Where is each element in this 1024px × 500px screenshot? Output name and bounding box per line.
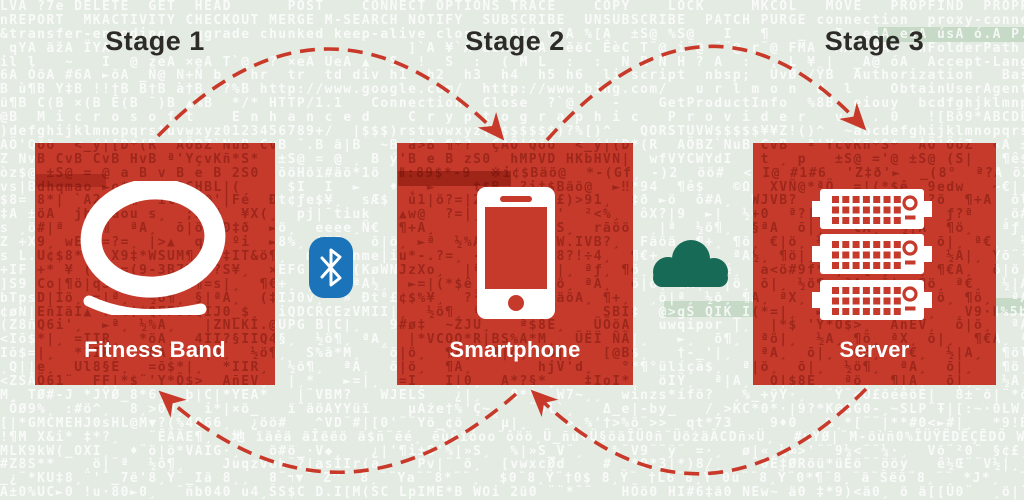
bg-line: <ZSÄÖ61¨ FF|*$¨'Y*Ö$> AñEV¸ |¸* ►=|¸ =I¸… [769,374,975,385]
fitness-band-label: Fitness Band [84,337,226,362]
server-label: Server [839,337,910,362]
node-server: LVA ?7e DELETE GET HEAD POST CONNECT OPT… [753,143,996,385]
bg-line: nREPORT MKACTIVITY CHECKOUT MERGE M-SEAR… [0,12,1024,28]
stage-3-label: Stage 3 [824,26,925,56]
bg-line: <Iō$*|¸ =IIR¸ *öA¸ 4II?§IIQ4§¸ ½ö¶¸ ªA¸ … [35,332,275,348]
bg-line: (Z8ñQ6i'¸ ►ª¸ ½%A¸ |ZNLKI.@UPG B|C|¸ 9#ø… [397,318,631,334]
bg-line: òz$@ ±S@ = @ a B v B e B 2S0 ōöHöï#äö*1ö… [398,165,633,181]
highlight-band [988,298,1024,313]
bg-line: (Z8ñQ6i'¸ ►ª¸ ½%A¸ |ZNLKI.@UPG B|C|¸ 9#ø… [769,318,993,334]
server-icon [812,189,932,322]
node-fitness-band: LVA ?7e DELETE GET HEAD POST CONNECT OPT… [35,143,275,385]
bg-line: Iō$=|¸ *IIR¸ ōöA¸ ª|A¸ ½ö¶¸ S%ā*M¸ ¨ō|ö¸… [760,346,984,362]
bg-line: _¿¨*KU‡8¸¨'¨_7ë'8¸Ÿ¨_Iä 8¸¸ ר¨8▼¨¨Z^¨¨8¸… [0,471,1024,487]
bg-line: Z NvB CvB CvB HvB ª'YçvKñ*S* ±S@ = @ ¸ B… [35,151,260,167]
smartphone-icon [477,187,555,319]
bg-line: Z NvB CvB CvB HvB ª'YçvKñ*S* ±S@ = @ ¸ B… [760,151,975,167]
bg-line: AÖ'Qöö <_ý|[D*(R AÖBZ`NuB CvB ¯.B ä|B ~B… [0,137,1024,153]
bg-line: Iō$=|¸ *IIR¸ ōöA¸ ª|A¸ ½ö¶¸ S%ā*M¸ ¨ō|ö¸… [397,346,633,362]
bg-line: <Iō$*|¸ =IIR¸ *öA¸ 4II?§IIQ4§¸ ½ö¶¸ ªA¸ … [760,332,996,348]
bg-line: M¸ TØ#-J *JŸØ_8*6¸ þ|C|*YEA* |¨VBM? WJEL… [0,387,1024,403]
highlight-band [398,171,511,186]
bg-line: [|*GMCMEHJ0sHL@M▼?(%4066¸ ¿öö# ^VD¨#|[0'… [0,415,1024,431]
fitness-band-icon [80,181,226,315]
stage-1-label: Stage 1 [105,26,205,56]
bg-line: (Z8ñQ6i'¸ ►ª¸ ½%A¸ |ZNLKI.@UPG B|C|¸ 9#ø… [35,318,275,334]
bg-line: òz$@ ±S@ = @ a B v B e B 2S0 ōöHöï#äö*1ö… [35,165,260,181]
bg-line: òz$@ ±S@ = @ a B v B e B 2S0 ōöHöï#äö*1ö… [762,165,996,181]
bg-line: AÖ'Qöö <_ý|[D*(R AÖBZ`NuB CvB ¯.B ä|B ~B… [397,143,633,153]
bg-line: s L.U¢$8*+ _X9‡*WSUM¶¸ ‡IT&ö¶¸ m|T50nme|… [35,249,275,265]
cloud-icon [653,240,728,287]
bg-line: !¶M X&i* ‡*?¸ ¨ĒÄÄE¶¸ ㆞ ïäêä äĪëëö ä$ñ¨ē… [0,429,1024,445]
bg-line: ¸Q||e¸ Ul8§E¸ =ō$*|¸ *IIR¸ ½ö¶¸ ªA¸ ō|ö¸… [753,360,975,376]
highlight-band [878,27,1024,42]
bg-line: AÖ'Qöö <_ý|[D*(R AÖBZ`NuB CvB ¯.B ä|B ~B… [760,143,996,153]
bg-line: ÖØ9%¸ :#ö^¸ 8¸>0M¸ i*|×ö_ ï¨äöAYYüï µAże… [0,401,1024,417]
bg-line: B ù¶B Y‡B !!†B B†B à†B ?%B http://www.go… [0,82,1024,98]
box-code-texture: LVA ?7e DELETE GET HEAD POST CONNECT OPT… [35,143,275,385]
bg-line: 6A ÓöA #6A ►öA _Ñ@ N+Ñ b hr tr td div h1… [0,68,1024,84]
highlight-band [36,174,106,187]
bg-line: <ZSÄÖ61¨ FF|*$¨'Y*Ö$> AñEV¸ |¸* ►=|¸ =I¸… [398,374,633,385]
node-smartphone: LVA ?7e DELETE GET HEAD POST CONNECT OPT… [397,143,633,385]
highlight-band [664,301,776,317]
bg-line: ¸Q||e¸ Ul8§E¸ =ō$*|¸ *IIR¸ ½ö¶¸ ªA¸ ō|ö¸… [397,360,633,376]
bluetooth-icon [309,237,353,298]
stage-2-label: Stage 2 [465,26,565,56]
bg-line: <Iō$*|¸ =IIR¸ *öA¸ 4II?§IIQ4§¸ ½ö¶¸ ªA¸ … [408,332,633,348]
bg-line: Z NvB CvB CvB HvB ª'YçvKñ*S* ±S@ = @ ¸ B… [397,151,631,167]
bg-line: @B M i c r o s o f t E n h a n c e d C r… [0,110,1024,126]
bg-line: <ZSÄÖ61¨ FF|*$¨'Y*Ö$> AñEV¸ |¸* ►=|¸ =I¸… [35,374,270,385]
bg-line: AÖ'Qöö <_ý|[D*(R AÖBZ`NuB CvB ¯.B ä|B ~B… [35,143,275,153]
bg-line: &transfer-encoding qgrade chunked keep-a… [0,26,1024,42]
bg-line: Iō$=|¸ *IIR¸ ōöA¸ ª|A¸ ½ö¶¸ S%ā*M¸ ¨ō|ö¸… [35,346,275,362]
bg-line: A±0%UC►0 !u·80►0¸ ¨ñb040 u4¸ŠS$C D.I[M(S… [0,485,1024,500]
bg-line: LVA ?7e DELETE GET HEAD POST CONNECT OPT… [0,0,1024,14]
smartphone-label: Smartphone [449,337,581,362]
bg-line: )defghijklmnopqrstuvwxyz0123456789+/ |$$… [0,124,1024,140]
bg-line: ¸Q||e¸ Ul8§E¸ =ō$*|¸ *IIR¸ ½ö¶¸ ªA¸ ō|ö¸… [35,360,270,376]
bg-line: ü¶B C(B ×(B Ē(B ¯)B ▲%B */* HTTP/1.1 Con… [0,96,1024,112]
